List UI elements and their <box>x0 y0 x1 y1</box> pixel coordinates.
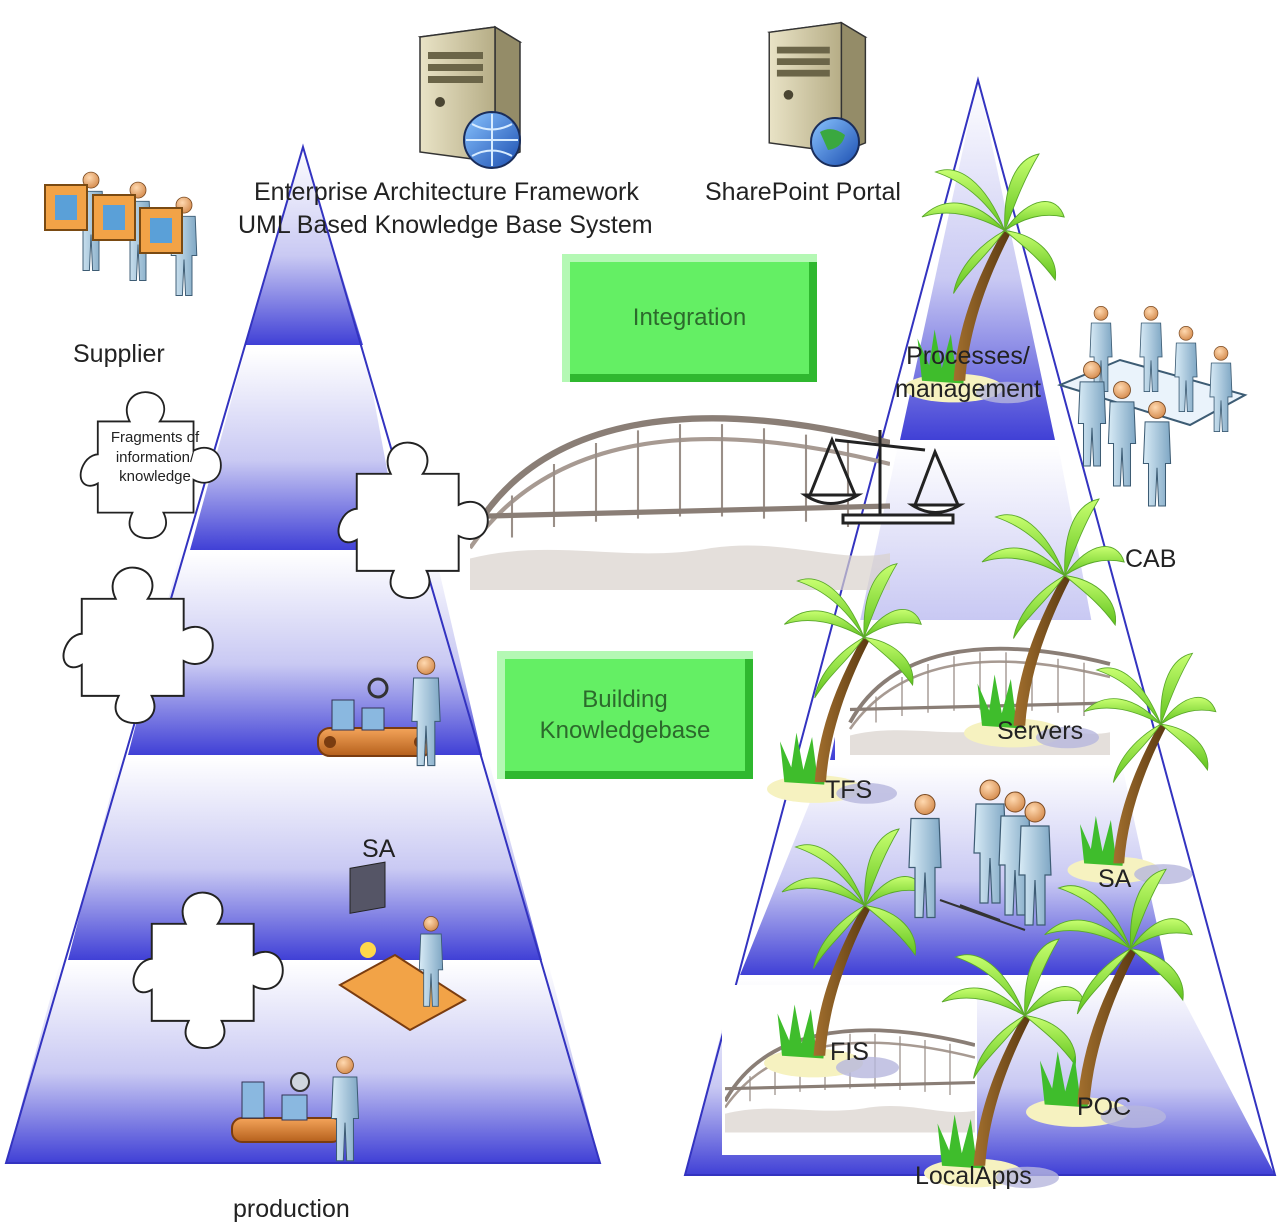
sharepoint-server-icon <box>768 21 867 167</box>
scales-icon <box>800 430 966 525</box>
building-label-line1: Building <box>582 685 668 713</box>
fragments-label: Fragments of information/ knowledge <box>90 428 220 487</box>
processes-line2: management <box>895 374 1041 403</box>
tfs-label: TFS <box>825 776 873 804</box>
supplier-label: Supplier <box>73 340 165 368</box>
meeting-table-icon <box>1057 305 1248 507</box>
production-label: production <box>233 1195 350 1223</box>
integration-button[interactable]: Integration <box>562 254 817 382</box>
processes-label: Processes/ management <box>895 340 1041 405</box>
processes-line1: Processes/ <box>906 342 1030 370</box>
inspector-worker-icon <box>317 656 441 767</box>
ea-framework-label: Enterprise Architecture Framework <box>254 178 639 206</box>
sa-label-left: SA <box>362 835 396 863</box>
building-knowledgebase-button[interactable]: Building Knowledgebase <box>497 651 753 779</box>
sharepoint-portal-label: SharePoint Portal <box>705 178 901 206</box>
cab-label: CAB <box>1125 545 1177 573</box>
integration-label: Integration <box>632 304 747 332</box>
fis-label: FIS <box>830 1038 869 1066</box>
building-label-line2: Knowledgebase <box>539 717 711 744</box>
supplier-people-icon <box>44 171 198 297</box>
uml-knowledge-base-label: UML Based Knowledge Base System <box>238 211 653 239</box>
poc-label: POC <box>1077 1093 1132 1121</box>
fragments-line-2: information/ <box>115 448 195 466</box>
fragments-line-1: Fragments of <box>110 429 200 446</box>
servers-label: Servers <box>997 717 1084 745</box>
computer-worker-icon <box>338 861 467 1032</box>
production-worker-icon <box>231 1056 360 1162</box>
localapps-label: LocalApps <box>915 1162 1032 1190</box>
sa-label-right: SA <box>1098 865 1132 893</box>
fragments-line-3: knowledge <box>119 468 191 485</box>
ea-server-icon <box>419 26 521 169</box>
standing-people-icon <box>908 779 1052 931</box>
